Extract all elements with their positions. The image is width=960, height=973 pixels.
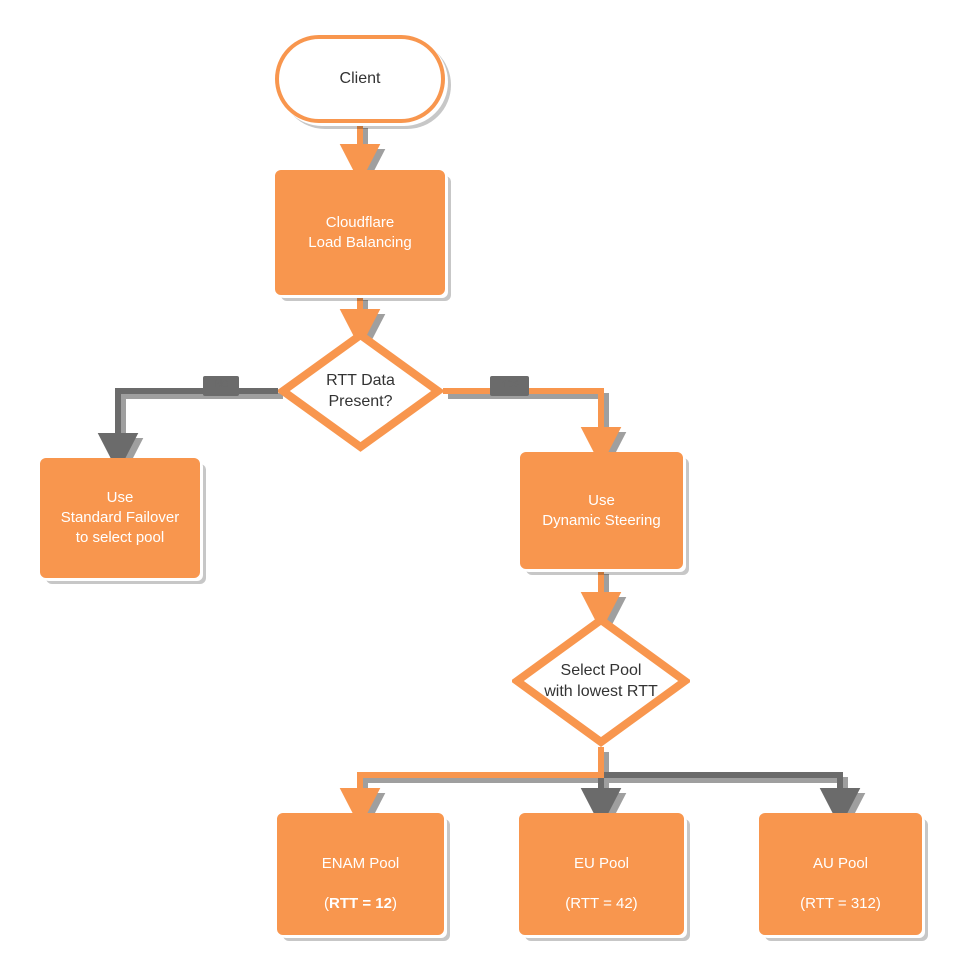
- node-enam-pool-rtt-close: ): [391, 894, 397, 912]
- edge-label-rtt-no-text: No: [213, 376, 229, 390]
- edge-rtt-yes: [443, 388, 622, 467]
- diamond-shape: [512, 615, 690, 747]
- node-enam-pool-rtt-value: RTT = 12: [329, 894, 392, 912]
- diamond-shape: [278, 330, 443, 452]
- node-eu-pool[interactable]: EU Pool (RTT = 42): [519, 813, 684, 935]
- node-eu-pool-title: EU Pool: [573, 855, 629, 873]
- node-enam-pool[interactable]: ENAM Pool (RTT = 12): [277, 813, 444, 935]
- node-dynamic-steering[interactable]: Use Dynamic Steering: [520, 452, 683, 569]
- edge-select-to-au: [598, 747, 861, 828]
- node-enam-pool-label: ENAM Pool (RTT = 12): [322, 834, 400, 913]
- node-rtt-data-present[interactable]: RTT Data Present?: [278, 330, 443, 452]
- node-au-pool-rtt: (RTT = 312): [800, 894, 881, 912]
- node-enam-pool-title: ENAM Pool: [321, 855, 400, 873]
- node-cloudflare-load-balancing-label: Cloudflare Load Balancing: [308, 213, 412, 251]
- node-cloudflare-load-balancing[interactable]: Cloudflare Load Balancing: [275, 170, 445, 295]
- node-standard-failover[interactable]: Use Standard Failover to select pool: [40, 458, 200, 578]
- edge-label-rtt-yes-text: Yes: [499, 376, 520, 390]
- node-eu-pool-label: EU Pool (RTT = 42): [565, 834, 637, 913]
- node-client-label: Client: [339, 70, 381, 88]
- node-eu-pool-rtt: (RTT = 42): [565, 894, 638, 912]
- node-au-pool[interactable]: AU Pool (RTT = 312): [759, 813, 922, 935]
- edge-rtt-no: [97, 388, 278, 473]
- edge-label-rtt-no: No: [203, 376, 239, 396]
- edge-select-to-enam: [339, 747, 604, 828]
- node-select-pool-lowest-rtt[interactable]: Select Pool with lowest RTT: [512, 615, 690, 747]
- edge-label-rtt-yes: Yes: [490, 376, 529, 396]
- node-enam-pool-rtt-open: (: [324, 894, 330, 912]
- node-standard-failover-label: Use Standard Failover to select pool: [60, 489, 180, 546]
- node-au-pool-title: AU Pool: [812, 855, 868, 873]
- node-dynamic-steering-label: Use Dynamic Steering: [542, 491, 661, 529]
- node-au-pool-label: AU Pool (RTT = 312): [800, 834, 881, 913]
- node-client[interactable]: Client: [275, 35, 445, 123]
